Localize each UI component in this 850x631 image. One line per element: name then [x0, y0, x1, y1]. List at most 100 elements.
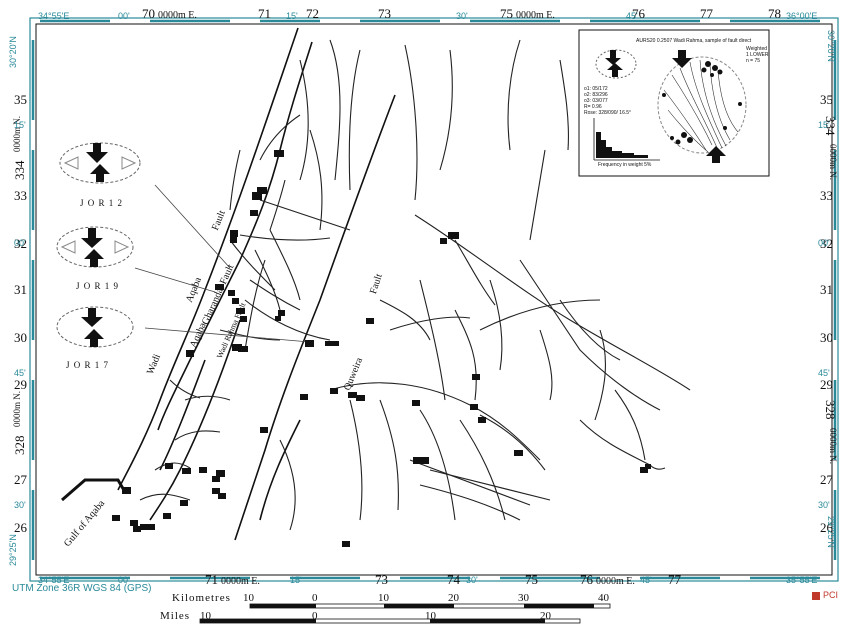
scale-km-10: 10 — [378, 592, 389, 604]
scale-mi-20: 20 — [540, 610, 551, 622]
bottom-utm-71: 71 — [205, 572, 218, 587]
left-geo-2925: 29°25'N — [8, 534, 18, 566]
bottom-geo-15: 15' — [290, 575, 302, 585]
top-utm-76: 76 — [632, 6, 645, 21]
right-utm-27: 27 — [820, 472, 833, 487]
inner-frame — [35, 23, 833, 576]
right-utm-30: 30 — [820, 330, 833, 345]
sample-points — [112, 150, 651, 547]
inset-stat-o1: o1: 05/172 — [584, 86, 608, 92]
stereonet-jor12 — [59, 142, 141, 184]
inset-legend-weighted: Weighted — [746, 46, 768, 52]
inset-legend-n: n = 75 — [746, 58, 761, 64]
quweira-fault — [234, 94, 396, 541]
left-utm-26: 26 — [14, 520, 27, 535]
inset-stats: o1: 05/172 o2: 83/296 o3: 03/077 R= 0.96… — [584, 86, 631, 116]
bottom-utm-73: 73 — [375, 572, 388, 587]
left-geo-00: 00' — [14, 238, 26, 248]
outer-frame — [29, 17, 839, 582]
top-utm-70: 70 — [142, 6, 155, 21]
scale-miles-label: Miles — [160, 610, 191, 622]
right-utm-328: 328 — [823, 400, 838, 420]
right-geo-3020: 30°20'N — [826, 30, 836, 62]
top-utm-70-suffix: 0000m E. — [158, 10, 197, 21]
stereonet-jor19 — [56, 226, 134, 268]
gulf-coastline — [61, 478, 127, 502]
scale-km-30: 30 — [518, 592, 529, 604]
top-geo-east: 36°00'E — [786, 11, 818, 21]
inset-stat-r: R= 0.96 — [584, 104, 602, 110]
scale-km-0: 0 — [312, 592, 318, 604]
scale-km-20: 20 — [448, 592, 459, 604]
right-geo-45: 45' — [818, 368, 830, 378]
right-utm-334-suffix: 0000m N. — [828, 144, 838, 180]
station-jor17: J O R 1 7 — [66, 360, 110, 370]
top-geo-west: 34°55'E — [38, 11, 70, 21]
inset-stat-rose: Rose: 328/090/ 16.5° — [584, 110, 632, 116]
top-geo-30: 30' — [456, 11, 468, 21]
top-utm-72: 72 — [306, 6, 319, 21]
inset-title: AURS20 0.2507 Wadi Rahma, sample of faul… — [636, 38, 752, 44]
top-utm-75-suffix: 0000m E. — [516, 10, 555, 21]
bottom-geo-45: 45' — [640, 575, 652, 585]
top-utm-75: 75 — [500, 6, 513, 21]
bottom-geo-00: 00' — [118, 575, 130, 585]
top-utm-71: 71 — [258, 6, 271, 21]
left-geo-15: 15' — [14, 120, 26, 130]
top-utm-73: 73 — [378, 6, 391, 21]
left-geo-45: 45' — [14, 368, 26, 378]
top-geo-00: 00' — [118, 11, 130, 21]
scale-km-40: 40 — [598, 592, 609, 604]
bottom-geo-30: 30' — [466, 575, 478, 585]
left-utm-29: 29 — [14, 377, 27, 392]
bottom-geo-east: 35°55'E — [786, 575, 818, 585]
right-utm-328-suffix: 0000m N. — [828, 428, 838, 464]
secondary-lines — [139, 39, 691, 531]
bottom-geo-west: 34°55'E — [38, 575, 70, 585]
right-utm-33: 33 — [820, 188, 833, 203]
top-geo-45: 45' — [626, 11, 638, 21]
right-geo-2925: 29°25'N — [826, 516, 836, 548]
scale-bars — [199, 603, 611, 624]
scale-mi-10: 10 — [425, 610, 436, 622]
scale-km-label: Kilometres — [172, 592, 231, 604]
top-geo-15: 15' — [286, 11, 298, 21]
wadi-araba-fault — [117, 27, 299, 491]
right-utm-32: 32 — [820, 236, 833, 251]
scale-mi-10-left: 10 — [200, 610, 211, 622]
left-utm-31: 31 — [14, 282, 27, 297]
stereonet-jor17 — [56, 306, 134, 348]
station-jor12: J O R 1 2 — [80, 198, 124, 208]
left-utm-30: 30 — [14, 330, 27, 345]
bottom-utm-74: 74 — [447, 572, 460, 587]
inset-histogram-caption: Frequency in weight 5% — [598, 162, 652, 168]
inset-stat-o2: o2: 83/296 — [584, 92, 608, 98]
leader-lines — [134, 184, 311, 343]
left-utm-27: 27 — [14, 472, 27, 487]
border-ticks — [31, 19, 837, 580]
right-utm-35: 35 — [820, 92, 833, 107]
inset-stat-o3: o3: 03/077 — [584, 98, 608, 104]
bottom-utm-75: 75 — [525, 572, 538, 587]
pci-logo-square — [812, 592, 820, 600]
bottom-utm-77: 77 — [668, 572, 681, 587]
bottom-utm-76-suffix: 0000m E. — [596, 576, 635, 587]
right-utm-31: 31 — [820, 282, 833, 297]
inset-histogram — [596, 132, 648, 158]
credit-label: PCI — [823, 590, 839, 600]
left-utm-33: 33 — [14, 188, 27, 203]
left-geo-30: 30' — [14, 500, 26, 510]
top-utm-78: 78 — [768, 6, 781, 21]
right-geo-15: 15' — [818, 120, 830, 130]
inset-legend-lower: 1 LOWER — [746, 52, 769, 58]
scale-km-10-left: 10 — [243, 592, 254, 604]
zone-label: UTM Zone 36R WGS 84 (GPS) — [12, 583, 152, 594]
fault-lines — [117, 27, 396, 541]
right-utm-29: 29 — [820, 377, 833, 392]
bottom-utm-76: 76 — [580, 572, 593, 587]
right-geo-30: 30' — [818, 500, 830, 510]
inset-panel — [578, 29, 770, 177]
left-utm-32: 32 — [14, 236, 27, 251]
left-utm-328-suffix: 0000m N. — [12, 391, 22, 427]
